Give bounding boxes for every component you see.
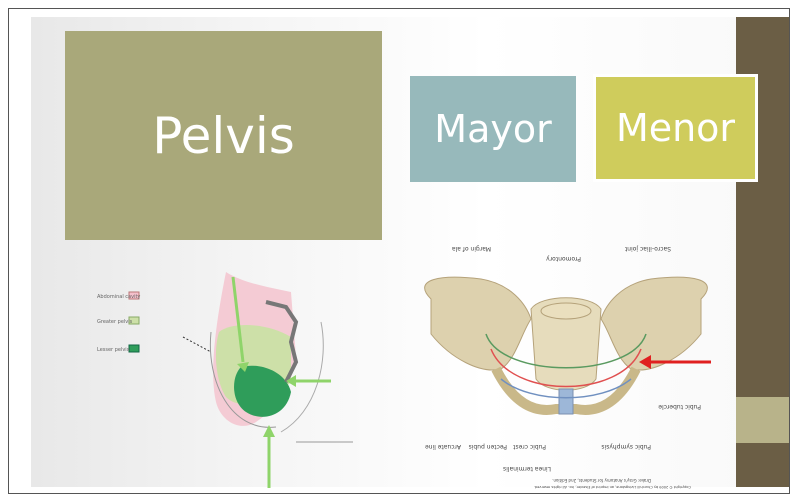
legend-label-abdominal: Abdominal cavity [97,294,140,300]
pelvis-lateral-drawing [183,272,323,432]
legend-swatch-lesser [129,345,139,352]
label-sacro-iliac-joint: Sacro-iliac joint [624,245,671,252]
legend-label-greater: Greater pelvis [97,319,133,325]
label-pubic-symphysis: Pubic symphysis [601,443,651,450]
menor-box: Menor [593,74,758,182]
label-pubic-tubercle: Pubic tubercle [658,403,701,410]
label-promontory: Promontory [546,255,581,262]
pelvis-bone-drawing [425,277,708,414]
figure-caption: Drake: Gray's Anatomy for Students, 2nd … [552,478,651,483]
anterior-pelvis-figure: Margin of ala Promontory Sacro-iliac joi… [401,239,731,494]
legend-label-lesser: Lesser pelvis [97,347,130,353]
slide-side-bar-accent [736,397,789,443]
label-margin-of-ala: Margin of ala [452,245,491,252]
label-linea-terminalis: Linea terminalis [503,465,551,472]
figure-legend: Abdominal cavity Greater pelvis Lesser p… [97,292,140,353]
lateral-pelvis-figure: Abdominal cavity Greater pelvis Lesser p… [91,262,391,492]
label-arcuate-line: Arcuate line [425,443,461,450]
slide-title: Pelvis [65,31,382,240]
label-pubic-crest: Pubic crest [513,443,546,450]
slide: Pelvis Mayor Menor Abdominal cavity Grea… [31,17,789,487]
mayor-box: Mayor [410,76,576,182]
label-pecten-pubis: Pecten pubis [469,443,507,450]
figure-copyright: Copyright © 2009 by Churchill Livingston… [534,485,691,489]
screenshot-frame: Pelvis Mayor Menor Abdominal cavity Grea… [8,8,790,494]
